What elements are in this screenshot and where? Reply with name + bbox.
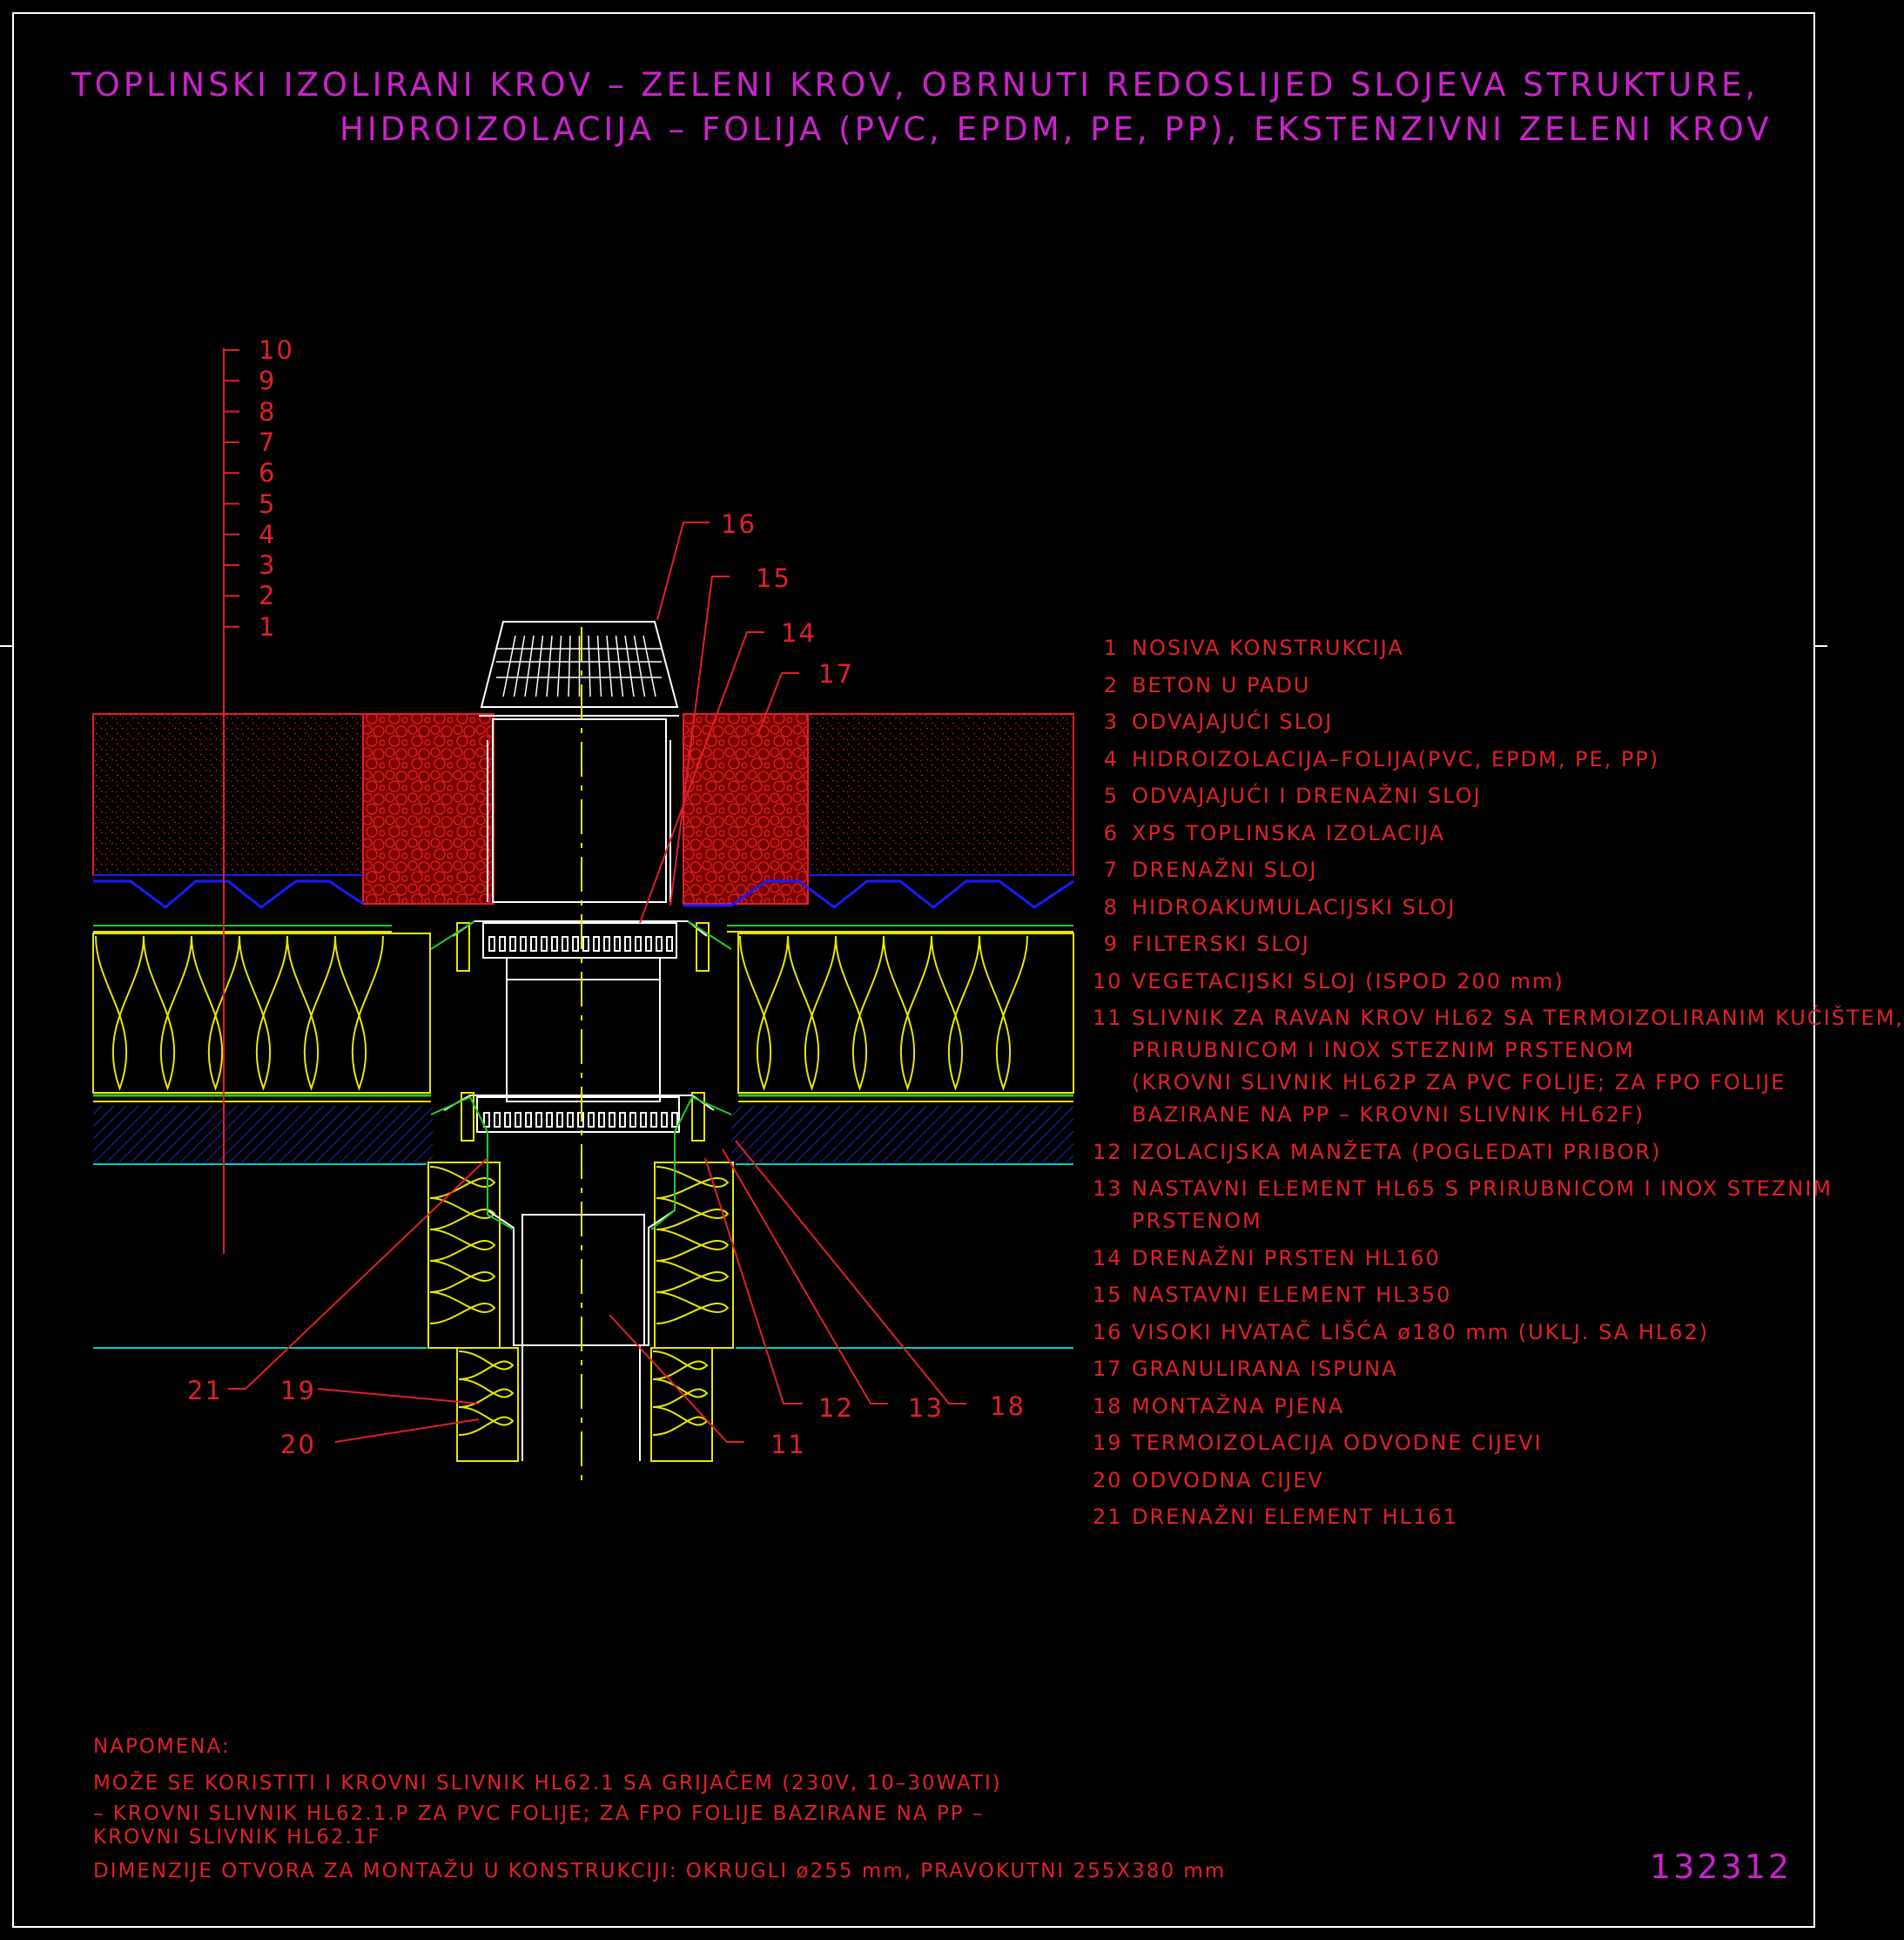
legend-text: NASTAVNI ELEMENT HL350 xyxy=(1132,1283,1452,1307)
roof-drain-section-drawing xyxy=(0,12,1827,1928)
legend-number: 11 xyxy=(1093,1006,1123,1030)
layer-scale-number: 10 xyxy=(259,335,294,365)
legend-text: PRSTENOM xyxy=(1132,1209,1262,1233)
legend-number: 17 xyxy=(1093,1357,1123,1381)
notes-line-4: DIMENZIJE OTVORA ZA MONTAŽU U KONSTRUKCI… xyxy=(93,1860,1227,1883)
callout-11: 11 xyxy=(770,1430,806,1459)
callout-17: 17 xyxy=(818,659,854,689)
legend-text: NOSIVA KONSTRUKCIJA xyxy=(1132,636,1404,660)
notes-heading: NAPOMENA: xyxy=(93,1735,231,1758)
legend-text: NASTAVNI ELEMENT HL65 S PRIRUBNICOM I IN… xyxy=(1132,1176,1833,1201)
legend-text: (KROVNI SLIVNIK HL62P ZA PVC FOLIJE; ZA … xyxy=(1132,1070,1786,1095)
callout-12: 12 xyxy=(818,1393,854,1423)
legend-number: 7 xyxy=(1103,858,1119,882)
notes-line-1: MOŽE SE KORISTITI I KROVNI SLIVNIK HL62.… xyxy=(93,1772,1002,1795)
legend-number: 4 xyxy=(1103,746,1119,771)
legend-text: DRENAŽNI ELEMENT HL161 xyxy=(1132,1505,1458,1529)
sloped-concrete-right xyxy=(731,1106,1073,1162)
granular-fill-right xyxy=(683,713,809,905)
layer-scale-number: 7 xyxy=(259,427,277,457)
drawing-sheet: TOPLINSKI IZOLIRANI KROV – ZELENI KROV, … xyxy=(0,12,1902,1928)
legend-text: XPS TOPLINSKA IZOLACIJA xyxy=(1132,820,1446,845)
legend-number: 2 xyxy=(1103,672,1119,697)
legend-number: 10 xyxy=(1093,968,1123,994)
legend-number: 15 xyxy=(1093,1283,1123,1307)
layer-scale-number: 3 xyxy=(259,550,277,581)
legend-number: 1 xyxy=(1103,636,1119,660)
callout-19: 19 xyxy=(280,1376,316,1405)
legend-number: 6 xyxy=(1103,820,1119,845)
legend-text: GRANULIRANA ISPUNA xyxy=(1132,1357,1398,1381)
legend-number: 3 xyxy=(1103,710,1119,734)
legend-text: ODVAJAJUĆI I DRENAŽNI SLOJ xyxy=(1132,784,1482,808)
legend-number: 19 xyxy=(1093,1431,1123,1455)
layer-scale-number: 4 xyxy=(259,519,277,549)
drawing-code: 132312 xyxy=(1650,1848,1793,1886)
legend-text: DRENAŽNI SLOJ xyxy=(1132,858,1318,882)
callout-leaders xyxy=(228,522,966,1443)
drawing-title-line1: TOPLINSKI IZOLIRANI KROV – ZELENI KROV, … xyxy=(71,66,1759,104)
legend-text: VEGETACIJSKI SLOJ (ISPOD 200 mm) xyxy=(1132,968,1564,994)
layer-scale-rule xyxy=(223,348,239,1254)
legend-text: SLIVNIK ZA RAVAN KROV HL62 SA TERMOIZOLI… xyxy=(1132,1006,1904,1030)
legend-text: HIDROIZOLACIJA–FOLIJA(PVC, EPDM, PE, PP) xyxy=(1132,746,1660,771)
legend-number: 20 xyxy=(1093,1467,1123,1492)
legend-text: MONTAŽNA PJENA xyxy=(1132,1393,1345,1418)
legend-text: IZOLACIJSKA MANŽETA (POGLEDATI PRIBOR) xyxy=(1132,1139,1662,1164)
legend-number: 18 xyxy=(1093,1393,1123,1418)
notes-line-3: KROVNI SLIVNIK HL62.1F xyxy=(93,1826,381,1849)
legend-text: HIDROAKUMULACIJSKI SLOJ xyxy=(1132,894,1457,919)
layer-scale-number: 2 xyxy=(259,581,277,611)
legend-text: FILTERSKI SLOJ xyxy=(1132,932,1310,956)
callout-13: 13 xyxy=(908,1393,944,1423)
legend-text: ODVODNA CIJEV xyxy=(1132,1467,1324,1492)
drawing-title-line2: HIDROIZOLACIJA – FOLIJA (PVC, EPDM, PE, … xyxy=(340,111,1773,148)
layer-scale-number: 1 xyxy=(259,611,277,642)
vegetation-layer-right xyxy=(807,713,1074,876)
notes-line-2: – KROVNI SLIVNIK HL62.1.P ZA PVC FOLIJE;… xyxy=(93,1802,985,1825)
callout-16: 16 xyxy=(721,509,757,539)
callout-15: 15 xyxy=(756,563,791,593)
legend-text: TERMOIZOLACIJA ODVODNE CIJEVI xyxy=(1132,1431,1543,1455)
callout-21: 21 xyxy=(187,1376,223,1405)
callout-18: 18 xyxy=(990,1391,1026,1421)
legend-text: VISOKI HVATAČ LIŠĆA ø180 mm (UKLJ. SA HL… xyxy=(1132,1319,1710,1344)
layer-scale-number: 8 xyxy=(259,396,277,427)
legend-number: 14 xyxy=(1093,1245,1123,1270)
legend-text: PRIRUBNICOM I INOX STEZNIM PRSTENOM xyxy=(1132,1038,1635,1062)
legend-text: BAZIRANE NA PP – KROVNI SLIVNIK HL62F) xyxy=(1132,1102,1645,1127)
legend-number: 13 xyxy=(1093,1176,1123,1201)
legend-number: 8 xyxy=(1103,894,1119,919)
legend-number: 5 xyxy=(1103,784,1119,808)
callout-14: 14 xyxy=(781,618,817,648)
mounting-foam xyxy=(427,1162,734,1462)
legend-number: 21 xyxy=(1093,1505,1123,1529)
callout-20: 20 xyxy=(280,1430,316,1459)
layer-scale-number: 6 xyxy=(259,458,277,488)
layer-scale-number: 5 xyxy=(259,488,277,519)
legend-number: 12 xyxy=(1093,1139,1123,1164)
legend-number: 16 xyxy=(1093,1319,1123,1344)
legend-text: DRENAŽNI PRSTEN HL160 xyxy=(1132,1245,1441,1270)
sheet-frame xyxy=(12,12,1815,1928)
granular-fill-left xyxy=(362,713,495,905)
legend-text: BETON U PADU xyxy=(1132,672,1311,697)
xps-insulation xyxy=(92,933,1074,1094)
legend-text: ODVAJAJUĆI SLOJ xyxy=(1132,710,1334,734)
sloped-concrete-left xyxy=(93,1106,433,1162)
layer-scale-number: 9 xyxy=(259,366,277,396)
vegetation-layer-left xyxy=(92,713,364,876)
legend-number: 9 xyxy=(1103,932,1119,956)
